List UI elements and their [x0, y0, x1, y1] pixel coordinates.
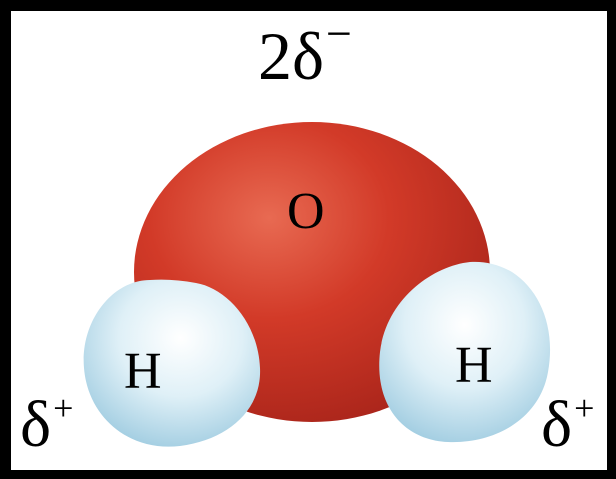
hydrogen-right-charge-base: δ: [541, 388, 573, 461]
hydrogen-left-symbol: H: [124, 343, 162, 400]
oxygen-charge-sign: −: [326, 8, 352, 59]
hydrogen-atom-right: [379, 261, 551, 443]
hydrogen-left-partial-charge: δ+: [20, 390, 73, 458]
oxygen-symbol: O: [287, 183, 325, 240]
hydrogen-left-charge-base: δ: [20, 388, 52, 461]
hydrogen-right-charge-sign: +: [574, 388, 595, 428]
hydrogen-atom-left: [83, 279, 261, 447]
oxygen-partial-charge: 2δ−: [258, 11, 352, 91]
oxygen-charge-base: 2δ: [258, 18, 325, 94]
hydrogen-left-charge-sign: +: [53, 388, 74, 428]
hydrogen-right-symbol: H: [455, 337, 493, 394]
hydrogen-right-partial-charge: δ+: [541, 390, 594, 458]
